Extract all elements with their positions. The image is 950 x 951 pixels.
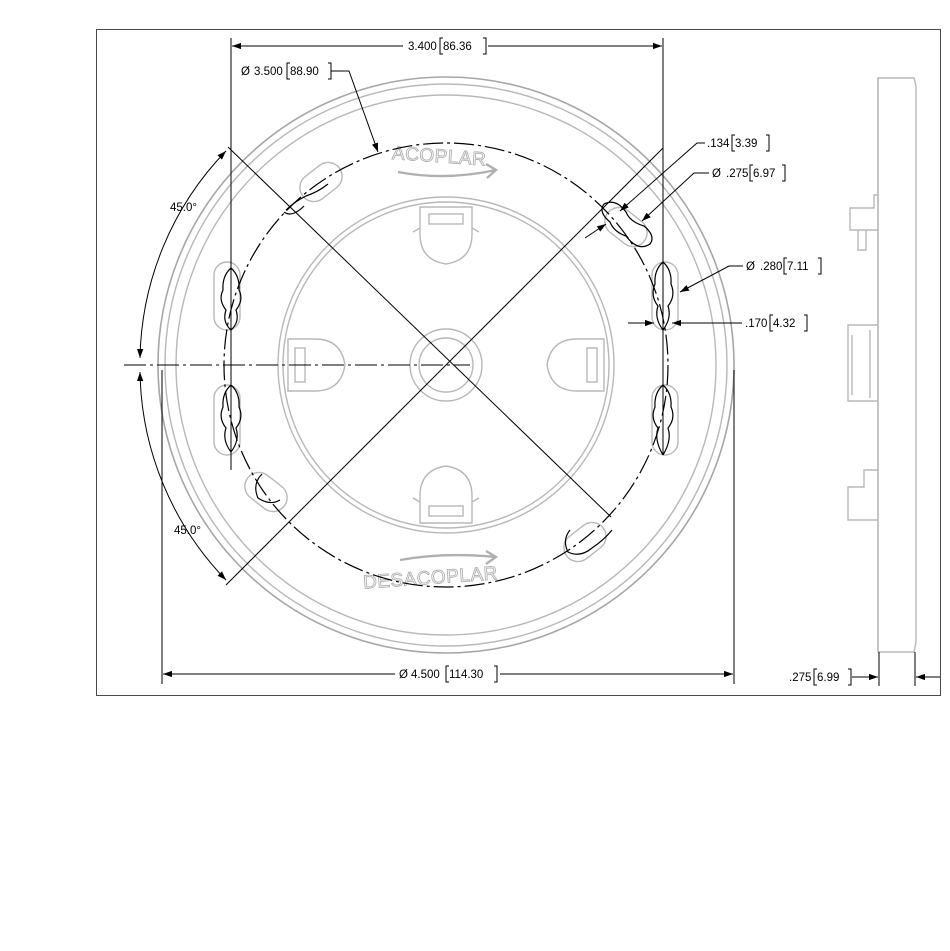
dim-od-mm: 114.30 (449, 669, 483, 681)
latch-tab-right (547, 339, 604, 391)
svg-text:45.0°: 45.0° (170, 202, 197, 214)
svg-text:7.11: 7.11 (787, 261, 809, 273)
mounting-plate-side-view (848, 78, 916, 686)
dim-small-hole-symbol: Ø (712, 168, 721, 180)
dim-angle-upper-value: 45.0° (170, 202, 197, 214)
svg-text:4.32: 4.32 (773, 318, 795, 330)
dim-od-inch: 4.500 (411, 669, 440, 681)
dim-bcd-inch: 3.500 (254, 66, 283, 78)
svg-text:Ø: Ø (746, 261, 755, 273)
dim-small-hole-inch: .275 (726, 168, 748, 180)
svg-text:3.39: 3.39 (735, 138, 757, 150)
slot-lower-left (256, 474, 280, 503)
dim-hole-spacing-mm: 86.36 (443, 41, 472, 53)
svg-text:Ø: Ø (241, 66, 250, 78)
svg-text:.275: .275 (789, 672, 811, 684)
dim-slot-offset-mm: 3.39 (735, 138, 757, 150)
plate-arrow-bottom (400, 551, 496, 564)
svg-text:6.97: 6.97 (753, 168, 775, 180)
dim-thickness-mm: 6.99 (817, 672, 839, 684)
dim-thickness-inch: .275 (789, 672, 811, 684)
dim-od-symbol: Ø (399, 669, 408, 681)
dim-slot-width-mm: 4.32 (773, 318, 795, 330)
svg-text:88.90: 88.90 (290, 66, 319, 78)
svg-text:.275: .275 (726, 168, 748, 180)
svg-text:114.30: 114.30 (449, 669, 483, 681)
svg-text:Ø: Ø (712, 168, 721, 180)
dim-angle-lower-value: 45.0° (174, 525, 201, 537)
diagonal-centerline-a (228, 147, 611, 517)
svg-text:.170: .170 (745, 318, 767, 330)
svg-text:6.99: 6.99 (817, 672, 839, 684)
dim-slot-offset-inch: .134 (707, 138, 730, 150)
dim-slot-end-inch: .280 (760, 261, 782, 273)
dim-slot-width-inch: .170 (745, 318, 767, 330)
svg-text:.280: .280 (760, 261, 782, 273)
dim-slot-end-mm: 7.11 (787, 261, 809, 273)
dim-bcd-mm: 88.90 (290, 66, 319, 78)
dim-hole-spacing: 3.400 86.36 (232, 38, 662, 54)
svg-text:Ø: Ø (399, 669, 408, 681)
svg-text:86.36: 86.36 (443, 41, 472, 53)
dim-slot-end-symbol: Ø (746, 261, 755, 273)
dim-bolt-circle: Ø 3.500 88.90 (241, 63, 378, 152)
dim-small-hole-mm: 6.97 (753, 168, 775, 180)
svg-text:.134: .134 (707, 138, 730, 150)
latch-tab-bottom (413, 466, 479, 523)
dim-slot-width: .170 4.32 (628, 315, 807, 331)
dim-thickness: .275 6.99 (789, 669, 940, 685)
dim-hole-spacing-inch: 3.400 (408, 41, 437, 53)
latch-tab-top (413, 207, 479, 264)
svg-text:4.500: 4.500 (411, 669, 440, 681)
dim-angle-lower: 45.0° (140, 372, 226, 580)
svg-text:3.500: 3.500 (254, 66, 283, 78)
dim-angle-upper: 45.0° (140, 151, 226, 358)
dim-slot-offset: .134 3.39 (585, 135, 769, 238)
drawing-frame (97, 30, 941, 696)
dim-bcd-symbol: Ø (241, 66, 250, 78)
dim-outer-diameter: Ø 4.500 114.30 (163, 666, 733, 682)
svg-text:3.400: 3.400 (408, 41, 437, 53)
svg-text:45.0°: 45.0° (174, 525, 201, 537)
